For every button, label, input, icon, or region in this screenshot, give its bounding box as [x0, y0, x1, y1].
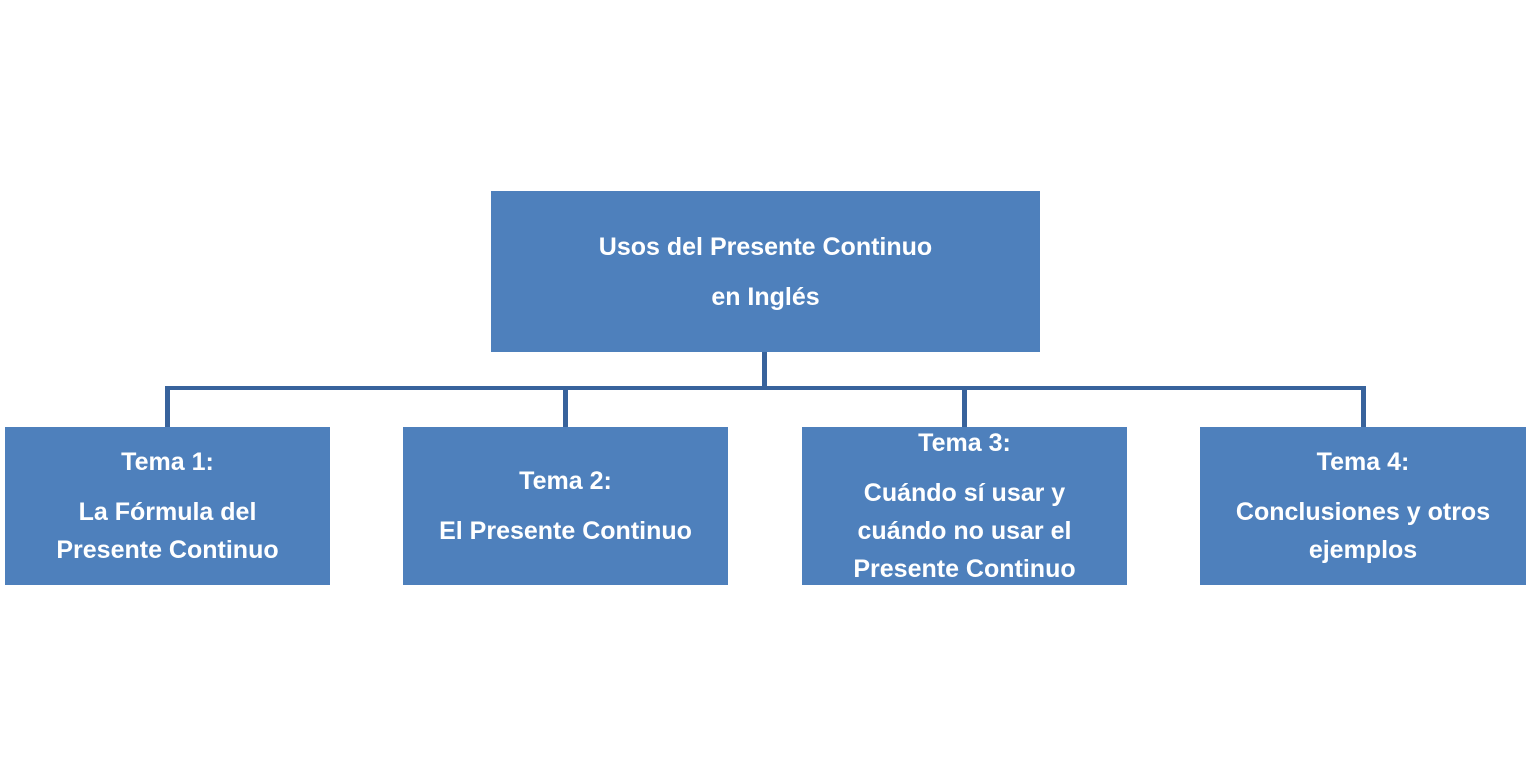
node-tema-4: Tema 4: Conclusiones y otros ejemplos: [1200, 427, 1526, 585]
node-body: El Presente Continuo: [439, 512, 692, 550]
node-root: Usos del Presente Continuo en Inglés: [491, 191, 1040, 352]
connector-drop-tema-4: [1361, 386, 1366, 427]
connector-horizontal: [165, 386, 1366, 390]
connector-drop-tema-3: [962, 386, 967, 427]
root-title-line1: Usos del Presente Continuo: [598, 232, 933, 261]
connector-drop-tema-1: [165, 386, 170, 427]
node-tema-2: Tema 2: El Presente Continuo: [403, 427, 728, 585]
node-body: Conclusiones y otros ejemplos: [1236, 493, 1490, 569]
node-body: La Fórmula del Presente Continuo: [56, 493, 278, 569]
node-body-line: Presente Continuo: [56, 536, 279, 564]
node-body-line: Presente Continuo: [853, 555, 1076, 583]
node-tema-1: Tema 1: La Fórmula del Presente Continuo: [5, 427, 330, 585]
node-tema-3: Tema 3: Cuándo sí usar y cuándo no usar …: [802, 427, 1127, 585]
node-body-line: El Presente Continuo: [439, 517, 692, 545]
node-body-line: cuándo no usar el: [857, 517, 1072, 545]
root-title-line2: en Inglés: [711, 282, 820, 311]
node-heading: Tema 2:: [519, 467, 612, 495]
connector-root-stub: [762, 352, 767, 388]
node-body-line: Cuándo sí usar y: [863, 479, 1066, 507]
node-heading: Tema 1:: [121, 448, 214, 476]
node-body: Cuándo sí usar y cuándo no usar el Prese…: [853, 474, 1075, 588]
connector-drop-tema-2: [563, 386, 568, 427]
node-body-line: La Fórmula del: [78, 498, 257, 526]
node-heading: Tema 4:: [1316, 448, 1410, 476]
node-body-line: ejemplos: [1308, 536, 1418, 564]
node-body-line: Conclusiones y otros: [1235, 498, 1491, 526]
node-heading: Tema 3:: [918, 429, 1011, 457]
